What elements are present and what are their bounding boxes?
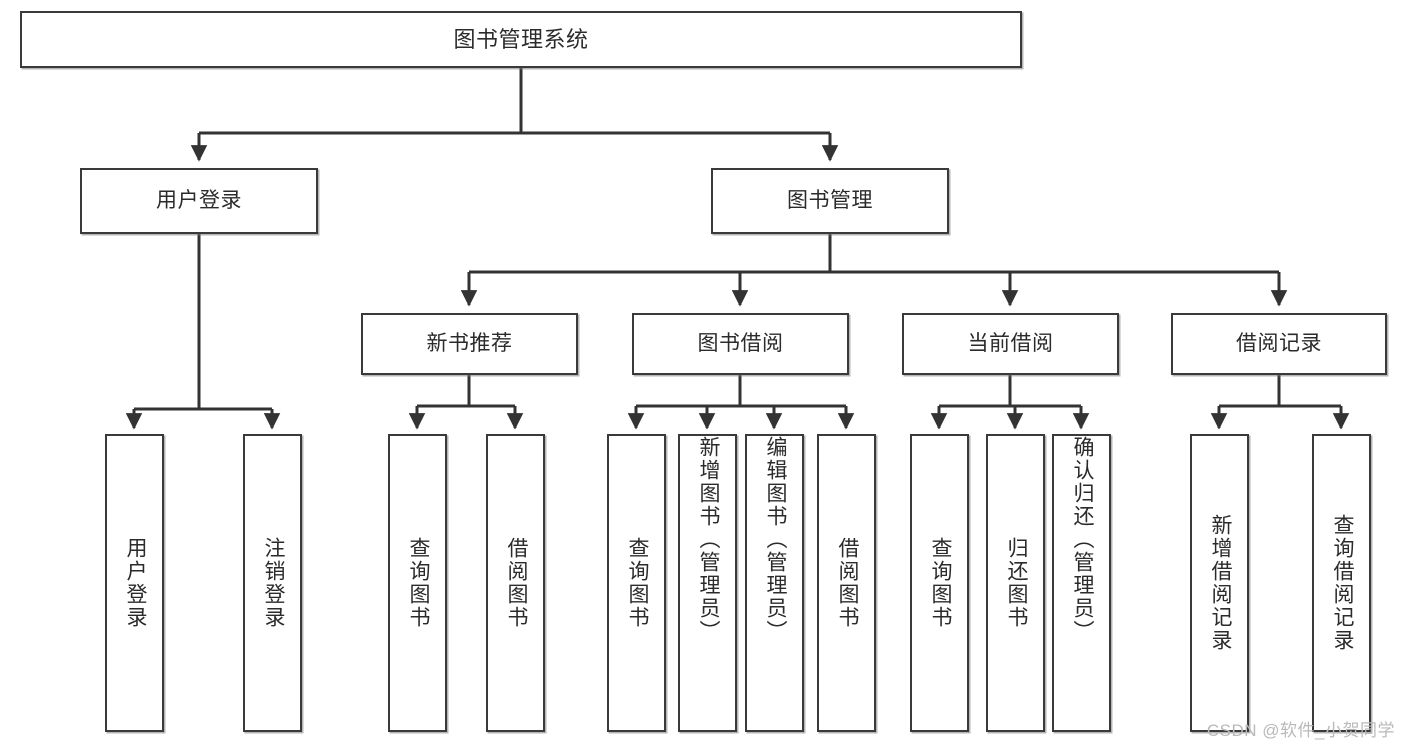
leaf-inner: 用户登录 [107,436,162,730]
node-leaf-borrow-book-2-label: 借阅图书 [835,537,859,629]
node-borrow-record-label: 借阅记录 [1236,331,1322,355]
leaf-inner: 编辑图书（管理员） [747,436,802,730]
leaf-inner: 查询图书 [609,436,664,730]
node-leaf-borrow-book-1-label: 借阅图书 [504,537,528,629]
node-borrow-record[interactable]: 借阅记录 [1171,313,1387,375]
node-leaf-query-record-label: 查询借阅记录 [1330,514,1354,652]
node-leaf-return-book-label: 归还图书 [1004,537,1028,629]
node-leaf-borrow-book-1[interactable]: 借阅图书 [486,434,545,732]
node-user-login[interactable]: 用户登录 [80,168,318,234]
node-leaf-user-logout[interactable]: 注销登录 [243,434,302,732]
node-leaf-edit-book-label: 编辑图书（管理员） [763,436,787,643]
node-leaf-query-book-1-label: 查询图书 [406,537,430,629]
node-leaf-confirm-return-label: 确认归还（管理员） [1070,436,1094,643]
leaf-inner: 借阅图书 [488,436,543,730]
leaf-inner: 注销登录 [245,436,300,730]
watermark: CSDN @软件_小贺同学 [1206,721,1395,740]
node-leaf-query-book-1[interactable]: 查询图书 [388,434,447,732]
node-new-book-recommend-label: 新书推荐 [426,331,513,355]
node-root-label: 图书管理系统 [453,26,589,52]
node-book-borrow[interactable]: 图书借阅 [632,313,849,375]
node-leaf-query-book-2[interactable]: 查询图书 [607,434,666,732]
node-leaf-query-book-3[interactable]: 查询图书 [910,434,969,732]
node-leaf-return-book[interactable]: 归还图书 [986,434,1045,732]
node-root[interactable]: 图书管理系统 [20,11,1022,68]
node-book-borrow-label: 图书借阅 [697,331,784,355]
node-current-borrow[interactable]: 当前借阅 [902,313,1119,375]
node-leaf-query-book-2-label: 查询图书 [625,537,649,629]
node-leaf-edit-book[interactable]: 编辑图书（管理员） [745,434,804,732]
node-leaf-borrow-book-2[interactable]: 借阅图书 [817,434,876,732]
node-user-login-label: 用户登录 [156,188,242,212]
leaf-inner: 新增借阅记录 [1192,436,1247,730]
leaf-inner: 查询图书 [390,436,445,730]
node-current-borrow-label: 当前借阅 [967,331,1054,355]
leaf-inner: 新增图书（管理员） [680,436,735,730]
leaf-inner: 借阅图书 [819,436,874,730]
node-leaf-user-login-label: 用户登录 [123,537,147,629]
node-leaf-add-record-label: 新增借阅记录 [1208,514,1232,652]
node-book-manage-label: 图书管理 [787,188,873,212]
node-leaf-add-record[interactable]: 新增借阅记录 [1190,434,1249,732]
node-leaf-query-book-3-label: 查询图书 [928,537,952,629]
node-leaf-user-logout-label: 注销登录 [261,537,285,629]
leaf-inner: 确认归还（管理员） [1054,436,1109,730]
node-new-book-recommend[interactable]: 新书推荐 [361,313,578,375]
leaf-inner: 归还图书 [988,436,1043,730]
node-leaf-user-login[interactable]: 用户登录 [105,434,164,732]
leaf-inner: 查询借阅记录 [1314,436,1369,730]
leaf-inner: 查询图书 [912,436,967,730]
node-leaf-query-record[interactable]: 查询借阅记录 [1312,434,1371,732]
node-leaf-add-book-label: 新增图书（管理员） [696,436,720,643]
node-book-manage[interactable]: 图书管理 [711,168,949,234]
node-leaf-confirm-return[interactable]: 确认归还（管理员） [1052,434,1111,732]
node-leaf-add-book[interactable]: 新增图书（管理员） [678,434,737,732]
